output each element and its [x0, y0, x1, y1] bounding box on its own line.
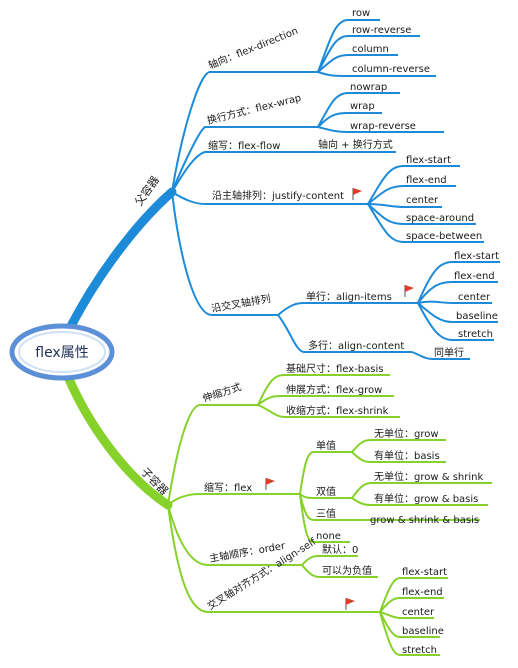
shorthand-triple-item: grow & shrink & basis [370, 515, 479, 526]
parent-trunk [65, 187, 177, 333]
alignself-item: baseline [402, 626, 444, 637]
align-items-item: center [458, 292, 491, 303]
justify-item: space-around [406, 213, 474, 224]
axis-item: column-reverse [352, 64, 430, 75]
shorthand-triple-label: 三值 [316, 507, 336, 520]
alignself-item: flex-end [402, 587, 443, 598]
alignself-item: flex-start [402, 567, 447, 578]
align-content-item: 同单行 [434, 346, 464, 359]
align-content-label: 多行：align-content [308, 339, 404, 352]
shorthand-double-item: 有单位：grow & basis [374, 492, 478, 505]
link-alignself [167, 504, 380, 613]
link-flexing [167, 404, 258, 506]
root-node: flex属性 [9, 323, 115, 381]
cross-label: 沿交叉轴排列 [210, 292, 271, 315]
order-item: 默认：0 [322, 543, 358, 556]
axis-item: row [352, 8, 370, 19]
shorthand-double-label: 双值 [316, 485, 336, 498]
link-justify [171, 191, 368, 205]
link-axis [171, 71, 318, 193]
shorthand-double-item: 无单位：grow & shrink [374, 470, 483, 483]
link-shorthand [167, 493, 300, 506]
align-items-item: flex-start [454, 251, 499, 262]
wrap-item: wrap-reverse [350, 121, 416, 132]
justify-item: flex-end [406, 175, 447, 186]
flow-label: 缩写：flex-flow [208, 139, 280, 152]
shorthand-single-item: 无单位：grow [374, 427, 439, 440]
link-flow [171, 151, 318, 193]
align-items-item: baseline [456, 311, 498, 322]
wrap-item: nowrap [350, 82, 387, 93]
flexing-label: 伸缩方式 [201, 380, 243, 405]
shorthand-single-item: 有单位：basis [374, 449, 440, 462]
align-items-item: flex-end [454, 271, 495, 282]
child-trunk [61, 367, 173, 510]
justify-item: space-between [406, 231, 482, 242]
root-label: flex属性 [35, 345, 88, 361]
align-items-label: 单行：align-items [306, 290, 392, 303]
flag-icon [352, 188, 362, 200]
shorthand-single-label: 单值 [316, 439, 336, 452]
flexing-item: 基础尺寸：flex-basis [286, 362, 383, 375]
axis-label: 轴向：flex-direction [206, 24, 300, 72]
align-items-item: stretch [458, 329, 493, 340]
flexing-item: 收缩方式：flex-shrink [286, 404, 389, 417]
flag-icon [265, 478, 275, 490]
order-item: 可以为负值 [322, 564, 372, 577]
flag-icon [345, 598, 355, 610]
alignself-item: center [402, 607, 435, 618]
axis-item: row-reverse [352, 25, 411, 36]
link-cross [171, 191, 278, 316]
flag-icon [404, 285, 414, 297]
flexing-item: 伸展方式：flex-grow [286, 383, 382, 396]
shorthand-none-label: none [316, 531, 341, 542]
alignself-item: stretch [402, 645, 437, 656]
justify-item: center [406, 195, 439, 206]
justify-label: 沿主轴排列：justify-content [212, 189, 344, 202]
wrap-label: 换行方式：flex-wrap [206, 91, 303, 127]
justify-item: flex-start [406, 155, 451, 166]
flow-item: 轴向 + 换行方式 [318, 138, 393, 151]
link-wrap [171, 126, 318, 193]
axis-item: column [352, 44, 389, 55]
link-order [167, 504, 302, 566]
wrap-item: wrap [350, 101, 375, 112]
shorthand-label: 缩写：flex [204, 481, 252, 494]
